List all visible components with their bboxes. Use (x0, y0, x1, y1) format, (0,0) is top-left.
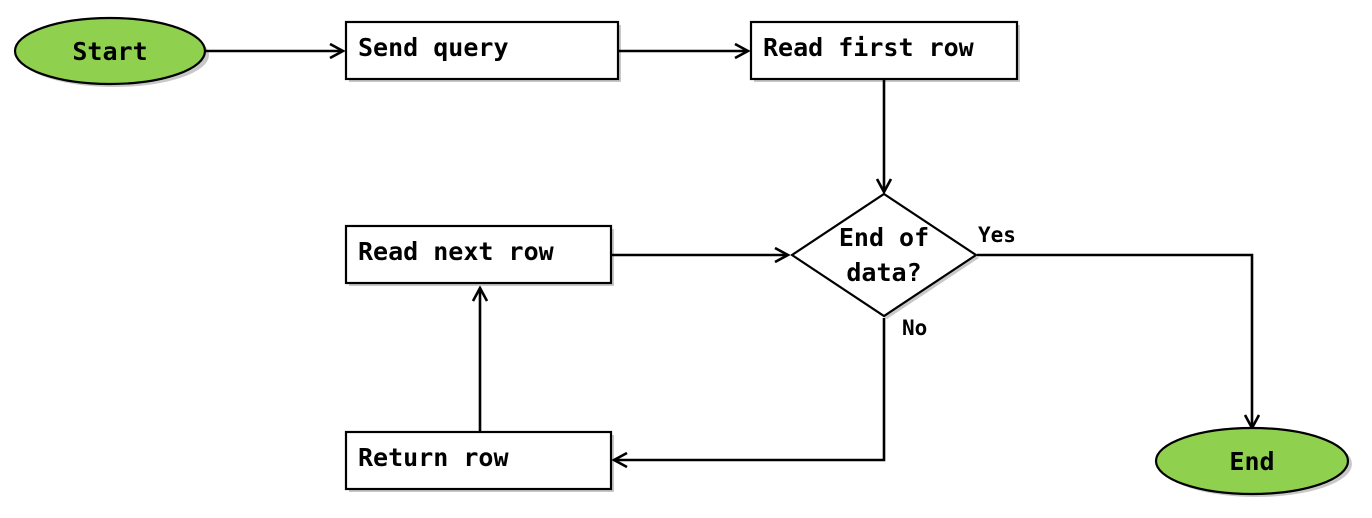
end-label: End (1229, 447, 1274, 476)
end-ellipse (1154, 426, 1350, 496)
end-node: End (1154, 426, 1350, 496)
start-label: Start (72, 37, 147, 66)
no-label: No (902, 316, 927, 340)
start-node: Start (13, 16, 207, 86)
end-of-data-decision: End of data? (790, 192, 978, 318)
send-query-label: Send query (358, 33, 509, 62)
edge-decision-yes-to-end (977, 253, 1252, 427)
start-ellipse (13, 16, 207, 86)
return-row-label: Return row (358, 443, 509, 472)
read-next-row-node: Read next row (344, 224, 613, 285)
send-query-node: Send query (344, 20, 620, 81)
read-next-row-box (344, 224, 613, 285)
read-first-row-box (749, 20, 1019, 81)
read-first-row-node: Read first row (749, 20, 1019, 81)
return-row-node: Return row (344, 430, 613, 491)
decision-diamond (790, 192, 978, 318)
decision-label-line1: End of (839, 223, 929, 252)
edge-decision-no-to-return-row (615, 318, 886, 460)
decision-label-line2: data? (846, 258, 921, 287)
return-row-box (344, 430, 613, 491)
read-next-row-label: Read next row (358, 237, 555, 266)
read-first-row-label: Read first row (763, 33, 975, 62)
yes-label: Yes (978, 223, 1016, 247)
send-query-box (344, 20, 620, 81)
